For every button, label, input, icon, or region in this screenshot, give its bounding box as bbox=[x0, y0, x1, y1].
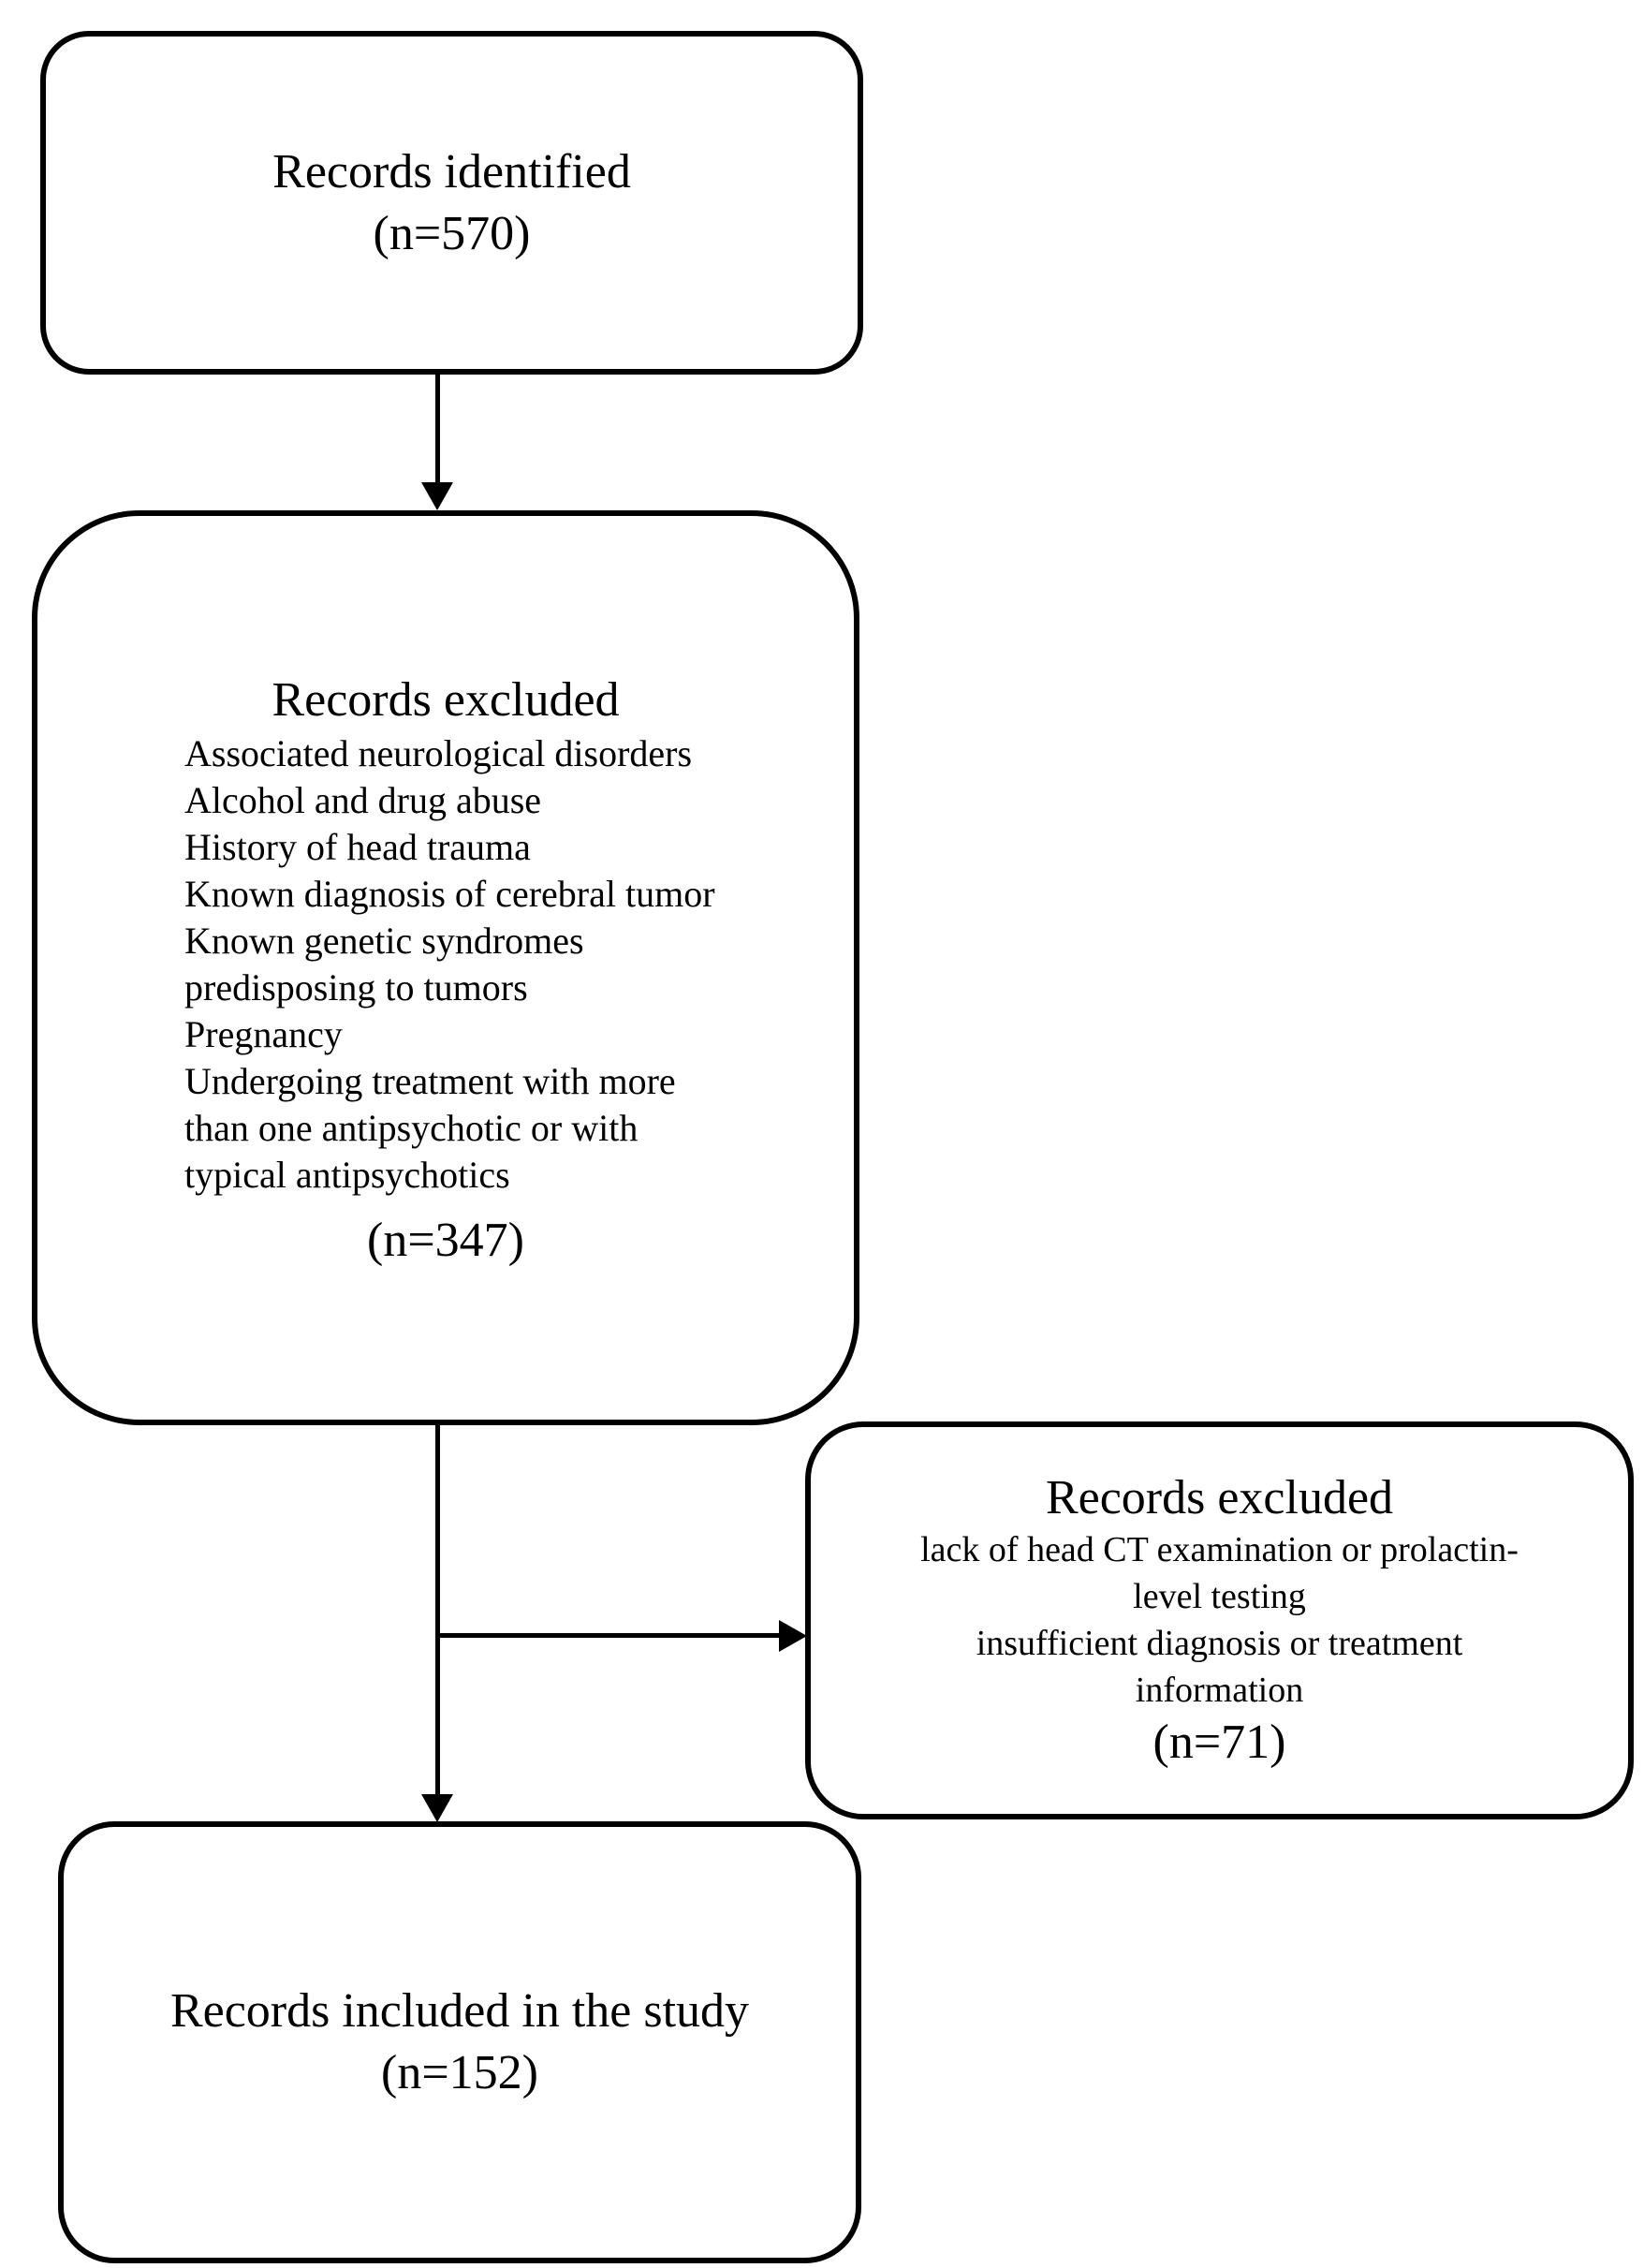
exclusion-reason-line: Alcohol and drug abuse bbox=[184, 779, 542, 821]
arrow-right-head-icon bbox=[779, 1620, 807, 1652]
exclusion-reason-line: Associated neurological disorders bbox=[184, 732, 693, 774]
record-count: (n=347) bbox=[367, 1214, 524, 1267]
arrow-down-shaft bbox=[435, 1421, 440, 1796]
exclusion-reason-line: Known diagnosis of cerebral tumor bbox=[184, 873, 715, 915]
box-title: Records identified bbox=[272, 144, 631, 199]
box-title: Records excluded bbox=[1045, 1470, 1394, 1524]
arrow-right-shaft bbox=[435, 1633, 782, 1638]
arrow-down-head-icon bbox=[421, 1794, 453, 1822]
arrow-down-head-icon bbox=[421, 482, 453, 510]
box-title: Records included in the study bbox=[169, 1984, 750, 2038]
exclusion-reason-line: Known genetic syndromes bbox=[184, 920, 584, 962]
exclusion-reason-line: Pregnancy bbox=[184, 1013, 343, 1055]
exclusion-reason-line: information bbox=[1135, 1670, 1304, 1710]
exclusion-reason-line: level testing bbox=[1133, 1576, 1306, 1616]
exclusion-reason-line: predisposing to tumors bbox=[184, 966, 528, 1009]
record-count: (n=71) bbox=[1152, 1715, 1286, 1769]
arrow-down-shaft bbox=[435, 373, 440, 485]
box-records-included: Records included in the study (n=152) bbox=[58, 1821, 861, 2263]
record-count: (n=152) bbox=[381, 2046, 538, 2099]
exclusion-reason-line: than one antipsychotic or with bbox=[184, 1107, 639, 1149]
exclusion-reason-line: typical antipsychotics bbox=[184, 1154, 510, 1196]
exclusion-reason-line: lack of head CT examination or prolactin… bbox=[920, 1529, 1519, 1569]
exclusion-reason-list: lack of head CT examination or prolactin… bbox=[920, 1526, 1519, 1714]
box-records-identified: Records identified (n=570) bbox=[40, 31, 863, 375]
exclusion-reason-line: Undergoing treatment with more bbox=[184, 1060, 676, 1102]
box-title: Records excluded bbox=[272, 673, 620, 727]
exclusion-reason-line: insufficient diagnosis or treatment bbox=[976, 1623, 1463, 1663]
box-records-excluded-side: Records excluded lack of head CT examina… bbox=[805, 1421, 1634, 1819]
record-count: (n=570) bbox=[373, 206, 531, 260]
box-records-excluded-main: Records excluded Associated neurological… bbox=[32, 510, 859, 1425]
exclusion-reason-line: History of head trauma bbox=[184, 826, 531, 868]
